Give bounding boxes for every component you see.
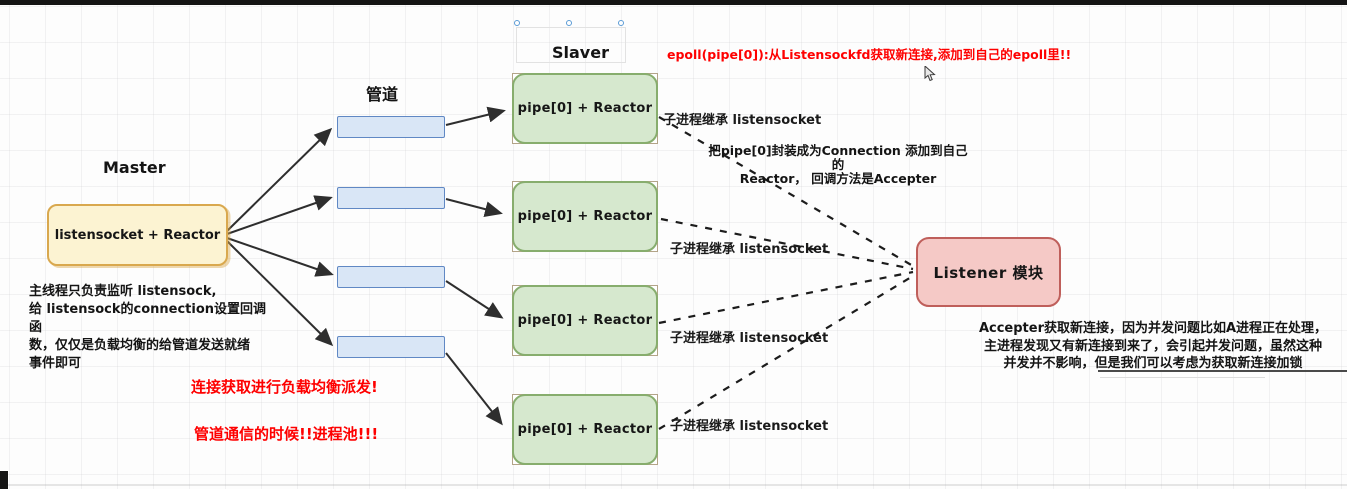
arrow-pipe1-slave1 [445, 106, 506, 126]
pipe-node-4[interactable] [337, 336, 445, 358]
master-group-label[interactable]: Master [103, 158, 166, 177]
slave-node-1[interactable]: pipe[0] + Reactor [512, 73, 658, 144]
pipe-node-2[interactable] [337, 187, 445, 209]
arrow-master-pipe1 [226, 127, 333, 232]
slave-node-4[interactable]: pipe[0] + Reactor [512, 394, 658, 465]
dashed-slave3-listener [658, 270, 914, 325]
pipe-group-label[interactable]: 管道 [366, 85, 399, 104]
inherit-note-3[interactable]: 子进程继承 listensocket [670, 331, 829, 346]
pipe-comm-note[interactable]: 管道通信的时候!!进程池!!! [194, 425, 379, 443]
inherit-note-4[interactable]: 子进程继承 listensocket [670, 419, 829, 434]
selection-rect [516, 27, 626, 63]
listener-node-label: Listener 模块 [933, 263, 1044, 282]
pipe-node-1[interactable] [337, 116, 445, 138]
arrow-pipe4-slave4 [445, 352, 503, 426]
master-node-label: listensocket + Reactor [54, 227, 221, 243]
accepter-note[interactable]: Accepter获取新连接，因为并发问题比如A进程正在处理， 主进程发现又有新连… [978, 321, 1328, 371]
slave-node-frame: pipe[0] + Reactor [512, 181, 658, 252]
listener-node[interactable]: Listener 模块 [916, 237, 1061, 307]
slave-node-2[interactable]: pipe[0] + Reactor [512, 181, 658, 252]
bottom-edge-line [8, 484, 1347, 486]
slave-node-label: pipe[0] + Reactor [517, 101, 653, 116]
pipe-node-3[interactable] [337, 266, 445, 288]
arrow-pipe3-slave3 [445, 280, 504, 319]
underline-stroke-faint [1100, 377, 1265, 378]
slaver-group-label[interactable]: Slaver [552, 43, 609, 62]
arrow-master-pipe3 [226, 237, 334, 277]
slave-node-frame: pipe[0] + Reactor [512, 394, 658, 465]
inherit-note-2[interactable]: 子进程继承 listensocket [670, 242, 829, 257]
epoll-note[interactable]: epoll(pipe[0]):从Listensockfd获取新连接,添加到自己的… [667, 47, 1072, 62]
master-node[interactable]: listensocket + Reactor [47, 204, 228, 266]
connection-note[interactable]: 把pipe[0]封装成为Connection 添加到自己的 Reactor， 回… [708, 143, 968, 186]
slave-node-label: pipe[0] + Reactor [517, 209, 653, 224]
inherit-note-1[interactable]: 子进程继承 listensocket [663, 113, 822, 128]
selection-handle-icon[interactable] [566, 20, 572, 26]
mouse-cursor-icon [924, 66, 936, 82]
selection-handle-icon[interactable] [514, 20, 520, 26]
dashed-slave4-listener [658, 275, 914, 430]
slave-node-frame: pipe[0] + Reactor [512, 73, 658, 144]
dispatch-note[interactable]: 连接获取进行负载均衡派发! [191, 378, 378, 396]
arrow-master-pipe2 [226, 195, 333, 235]
underline-stroke [1098, 370, 1347, 372]
arrow-pipe2-slave2 [445, 198, 503, 217]
bottom-left-marker [0, 471, 8, 489]
main-thread-note[interactable]: 主线程只负责监听 listensock, 给 listensock的connec… [29, 284, 267, 371]
slave-node-frame: pipe[0] + Reactor [512, 285, 658, 356]
selection-handle-icon[interactable] [618, 20, 624, 26]
top-border-bar [0, 0, 1347, 5]
slave-node-label: pipe[0] + Reactor [517, 313, 653, 328]
slave-node-3[interactable]: pipe[0] + Reactor [512, 285, 658, 356]
slave-node-label: pipe[0] + Reactor [517, 422, 653, 437]
